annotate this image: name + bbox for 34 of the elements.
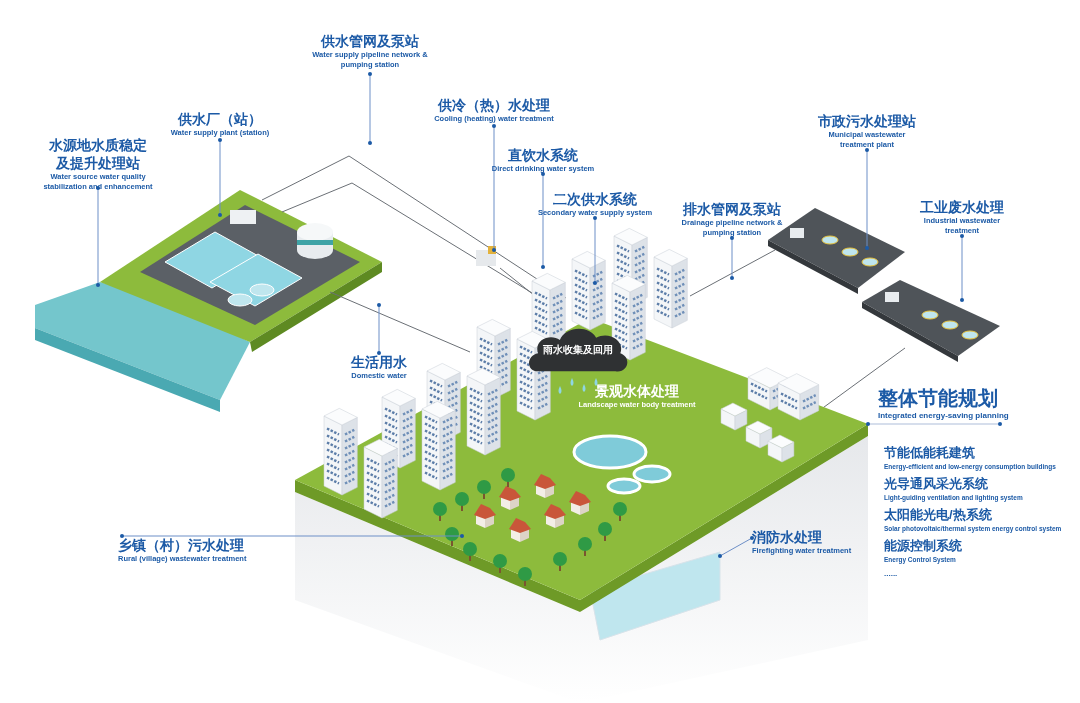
leader-line: [730, 236, 734, 280]
callout-title: 水源地水质稳定及提升处理站: [48, 136, 148, 172]
callout-title: 生活用水: [351, 353, 407, 371]
callout-title: 工业废水处理: [920, 198, 1004, 216]
callout-title: 排水管网及泵站: [683, 200, 781, 218]
callout-title: 景观水体处理: [595, 382, 679, 400]
leader-line: [866, 422, 1002, 426]
list-item-title: 太阳能光电/热系统: [884, 506, 993, 524]
ellipsis-text: ......: [884, 568, 899, 580]
leader-line: [368, 72, 372, 145]
leader-line: [492, 124, 496, 252]
section-heading: 整体节能规划: [878, 386, 998, 410]
cloud-label: 雨水收集及回用: [543, 345, 613, 355]
callout-title: 市政污水处理站: [818, 112, 916, 130]
callout-title: 消防水处理: [752, 528, 822, 546]
list-item-title: 光导通风采光系统: [884, 475, 989, 493]
leader-line: [96, 186, 100, 287]
callout-title: 直饮水系统: [508, 146, 578, 164]
leader-line: [120, 534, 464, 538]
callout-title: 供水管网及泵站: [321, 32, 419, 50]
callout-title: 乡镇（村）污水处理: [118, 536, 244, 554]
leader-line: [593, 216, 597, 285]
callout-title: 供水厂（站）: [178, 110, 262, 128]
callout-title: 供冷（热）水处理: [438, 96, 550, 114]
section-subheading: Integrated energy-saving planning: [878, 410, 1009, 422]
leader-line: [541, 172, 545, 269]
leader-line: [377, 303, 381, 355]
callout-title: 二次供水系统: [553, 190, 637, 208]
leader-line: [218, 138, 222, 217]
leader-line: [865, 148, 869, 250]
leader-line: [718, 536, 754, 558]
list-item-title: 能源控制系统: [884, 537, 963, 555]
leader-line: [960, 234, 964, 302]
list-item-title: 节能低能耗建筑: [884, 444, 976, 462]
